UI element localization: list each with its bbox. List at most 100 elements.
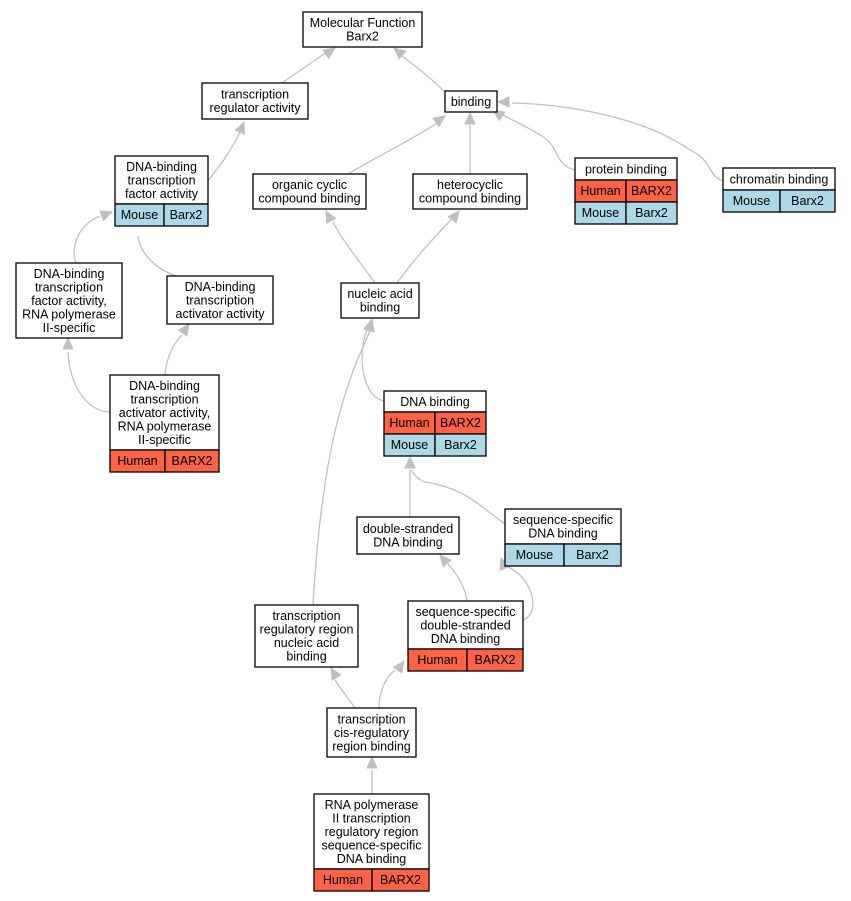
node-label-line: double-stranded	[363, 522, 453, 536]
edge-line	[502, 114, 576, 171]
edge-connector	[164, 323, 190, 376]
node-box	[356, 516, 460, 555]
gene-label: BARX2	[380, 873, 421, 887]
edge-line	[410, 469, 506, 525]
gene-label: Barx2	[635, 206, 668, 220]
node-label-line: DNA binding	[337, 852, 407, 866]
species-label: Mouse	[516, 548, 554, 562]
node-box	[504, 508, 622, 545]
species-label: Human	[117, 454, 157, 468]
node-label-line: RNA polymerase	[22, 307, 116, 321]
node-label-line: transcription	[127, 173, 195, 187]
edge-connector	[325, 209, 376, 284]
species-label: Mouse	[582, 206, 620, 220]
arrowhead	[366, 755, 378, 769]
node-label-line: factor activity	[125, 187, 199, 201]
node-label-line: DNA binding	[400, 395, 470, 409]
arrowhead	[392, 660, 405, 674]
arrowhead	[322, 47, 336, 60]
gene-label: BARX2	[631, 184, 672, 198]
arrowhead	[363, 318, 375, 333]
gene-label: BARX2	[440, 416, 481, 430]
gene-label: BARX2	[172, 454, 213, 468]
node-label-line: DNA binding	[528, 527, 598, 541]
node-label-line: transcription	[272, 609, 340, 623]
edge-line	[207, 131, 241, 182]
edge-line	[281, 51, 328, 84]
node-label-line: double-stranded	[420, 618, 510, 632]
node-label-line: DNA-binding	[34, 267, 105, 281]
node-label-line: heterocyclic	[437, 178, 503, 192]
arrowhead	[447, 210, 460, 224]
arrowhead	[177, 323, 190, 337]
edge-connector	[330, 666, 356, 709]
node-label-line: DNA-binding	[126, 160, 197, 174]
node-box	[302, 11, 423, 48]
species-label: Human	[580, 184, 620, 198]
gene-cell	[164, 449, 220, 473]
node-label-line: II-specific	[43, 321, 96, 335]
edges-layer	[62, 47, 724, 794]
gene-label: Barx2	[576, 548, 609, 562]
gene-cell	[625, 201, 678, 225]
node-label-line: regulatory region	[260, 623, 354, 637]
edge-line	[401, 55, 446, 93]
edge-line	[511, 102, 724, 182]
node-label-line: compound binding	[258, 192, 360, 206]
node-label-line: transcription	[186, 293, 254, 307]
species-label: Mouse	[121, 208, 159, 222]
node-label-line: regulator activity	[209, 101, 301, 115]
node-label-line: Molecular Function	[310, 16, 416, 30]
edge-connector	[281, 47, 336, 84]
edge-line	[396, 219, 452, 284]
species-label: Mouse	[733, 194, 771, 208]
arrowhead	[234, 120, 246, 135]
node-label-line: activator activity	[176, 307, 266, 321]
node-label-line: protein binding	[585, 162, 667, 176]
node-label-line: RNA polymerase	[118, 419, 212, 433]
node-label-line: binding	[360, 301, 400, 315]
node-label-line: factor activity,	[31, 294, 106, 308]
gene-label: Barx2	[791, 194, 824, 208]
node-box	[326, 707, 417, 758]
node-label-line: RNA polymerase	[325, 798, 419, 812]
edge-connector	[347, 115, 446, 175]
node-label-line: transcription	[337, 712, 405, 726]
gene-label: Barx2	[444, 438, 477, 452]
edge-line	[334, 679, 356, 709]
edge-connector	[464, 111, 476, 174]
node-label-line: II transcription	[332, 811, 411, 825]
node-box	[444, 90, 498, 113]
gene-label: Barx2	[170, 208, 203, 222]
node-box	[166, 275, 274, 325]
nodes-layer: Molecular FunctionBarx2transcriptionregu…	[15, 11, 836, 892]
node-label-line: sequence-specific	[415, 605, 515, 619]
edge-connector	[366, 755, 378, 794]
gene-cell	[563, 543, 622, 567]
go-node-binding[interactable]: binding	[444, 90, 498, 113]
node-box	[407, 600, 524, 650]
edge-line	[447, 563, 468, 602]
node-box	[15, 262, 123, 339]
node-label-line: DNA binding	[431, 632, 501, 646]
edge-connector	[404, 455, 506, 525]
node-box	[252, 173, 367, 210]
